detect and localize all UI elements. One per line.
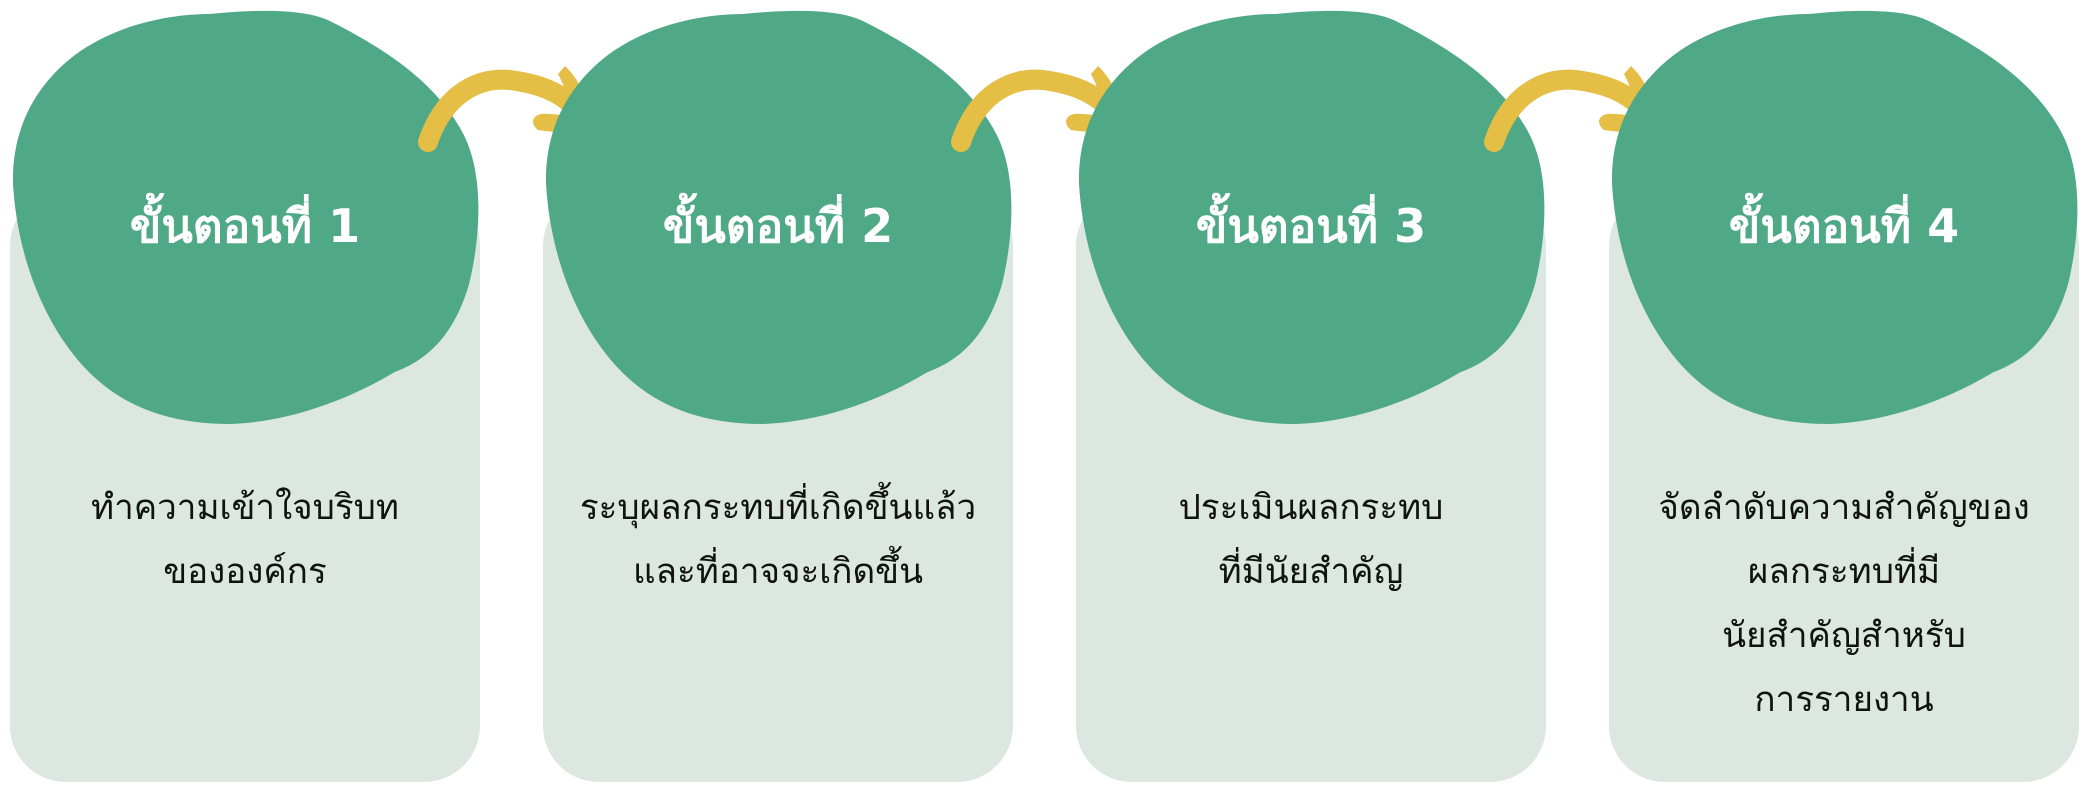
step-description-line: นัยสำคัญสำหรับ [1722, 616, 1966, 656]
step-description-line: ทำความเข้าใจบริบท [91, 488, 399, 528]
step-description: จัดลำดับความสำคัญของผลกระทบที่มีนัยสำคัญ… [1609, 476, 2079, 732]
step-title: ขั้นตอนที่ 4 [1728, 199, 1960, 253]
step-description-line: ขององค์กร [163, 552, 327, 592]
step-blob [12, 10, 479, 425]
step-description-line: ที่มีนัยสำคัญ [1218, 552, 1404, 592]
step-title: ขั้นตอนที่ 1 [129, 199, 361, 253]
step-description-line: จัดลำดับความสำคัญของ [1658, 488, 2030, 528]
step-description: ทำความเข้าใจบริบทขององค์กร [10, 476, 480, 604]
step-description-line: ผลกระทบที่มี [1747, 552, 1941, 592]
step-description: ระบุผลกระทบที่เกิดขึ้นแล้วและที่อาจจะเกิ… [543, 476, 1013, 604]
step-blob [545, 10, 1012, 425]
step-blob [1611, 10, 2078, 425]
step-description-line: ระบุผลกระทบที่เกิดขึ้นแล้ว [579, 488, 977, 528]
step-title: ขั้นตอนที่ 2 [662, 199, 894, 253]
step-description-line: การรายงาน [1754, 680, 1934, 720]
step-description: ประเมินผลกระทบที่มีนัยสำคัญ [1076, 476, 1546, 604]
step-description-line: และที่อาจจะเกิดขึ้น [632, 552, 924, 592]
step-title: ขั้นตอนที่ 3 [1195, 199, 1427, 253]
step-blob [1078, 10, 1545, 425]
step-description-line: ประเมินผลกระทบ [1178, 488, 1444, 528]
